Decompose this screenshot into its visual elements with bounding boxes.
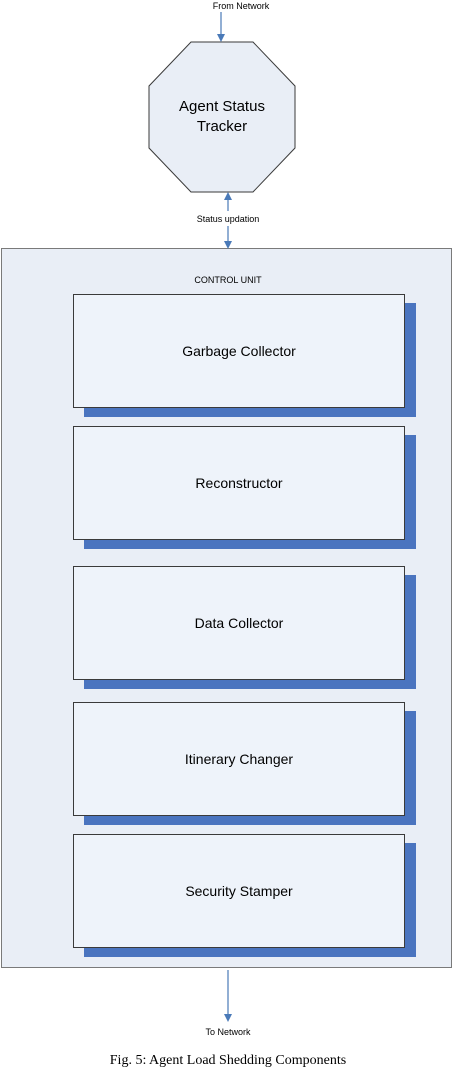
agent-status-tracker: Agent Status Tracker (148, 41, 296, 193)
figure-caption: Fig. 5: Agent Load Shedding Components (109, 1053, 347, 1068)
control-unit-label: CONTROL UNIT (194, 275, 262, 285)
itinerary-changer-box: Itinerary Changer (73, 702, 405, 816)
to-network-label: To Network (205, 1027, 251, 1037)
status-updation-label: Status updation (196, 214, 260, 224)
security-stamper-box: Security Stamper (73, 834, 405, 948)
from-network-label: From Network (212, 1, 270, 11)
agent-status-tracker-octagon (148, 41, 296, 193)
agent-status-tracker-label: Agent Status Tracker (179, 98, 265, 135)
reconstructor-box: Reconstructor (73, 426, 405, 540)
garbage-collector-box: Garbage Collector (73, 294, 405, 408)
data-collector-box: Data Collector (73, 566, 405, 680)
